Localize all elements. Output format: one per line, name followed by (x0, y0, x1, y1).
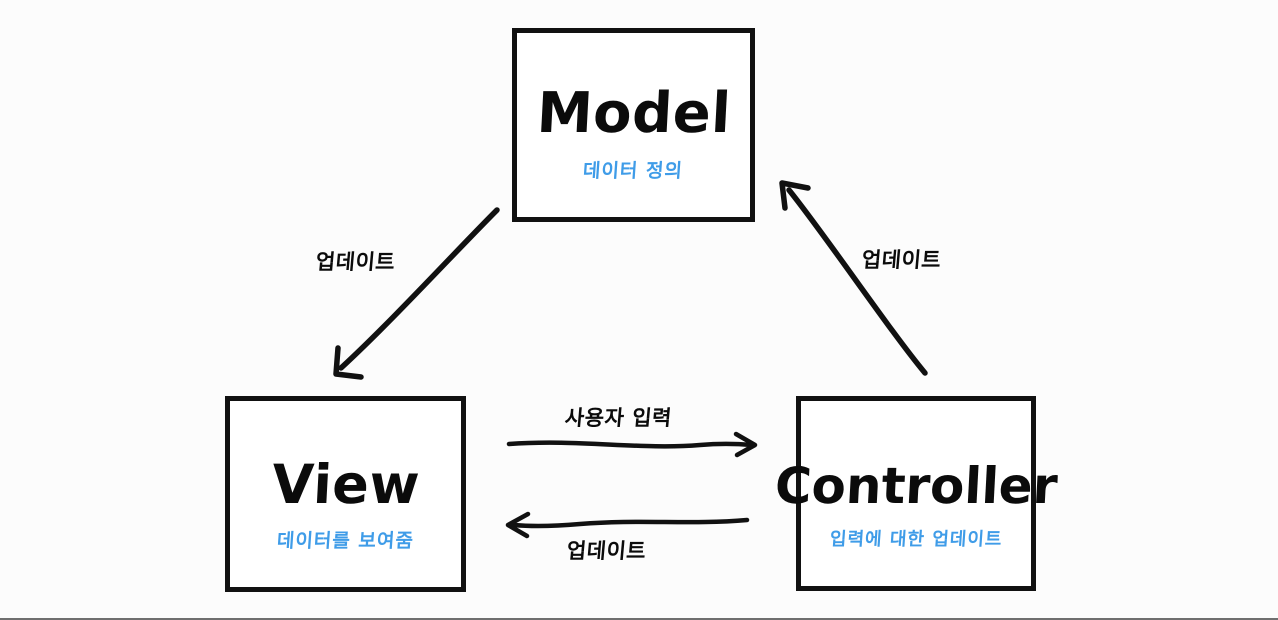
edge-model-to-view (333, 207, 500, 380)
node-view-title: View (269, 452, 422, 516)
node-model-subtitle: 데이터 정의 (582, 159, 685, 182)
node-view-subtitle: 데이터를 보여줌 (276, 529, 415, 552)
edge-label-controller-to-view: 업데이트 (565, 539, 648, 563)
edge-controller-to-model (779, 180, 928, 376)
node-model[interactable]: Model 데이터 정의 (512, 28, 755, 222)
edge-label-controller-to-model: 업데이트 (860, 248, 943, 272)
node-view[interactable]: View 데이터를 보여줌 (225, 396, 466, 592)
edge-label-view-to-controller: 사용자 입력 (563, 406, 673, 430)
node-model-title: Model (534, 80, 733, 146)
edge-label-model-to-view: 업데이트 (314, 250, 397, 274)
node-controller-title: Controller (773, 456, 1059, 515)
node-controller[interactable]: Controller 입력에 대한 업데이트 (773, 396, 1059, 591)
edge-controller-to-view (505, 511, 750, 539)
edge-view-to-controller (506, 431, 758, 458)
node-controller-subtitle: 입력에 대한 업데이트 (828, 528, 1003, 550)
